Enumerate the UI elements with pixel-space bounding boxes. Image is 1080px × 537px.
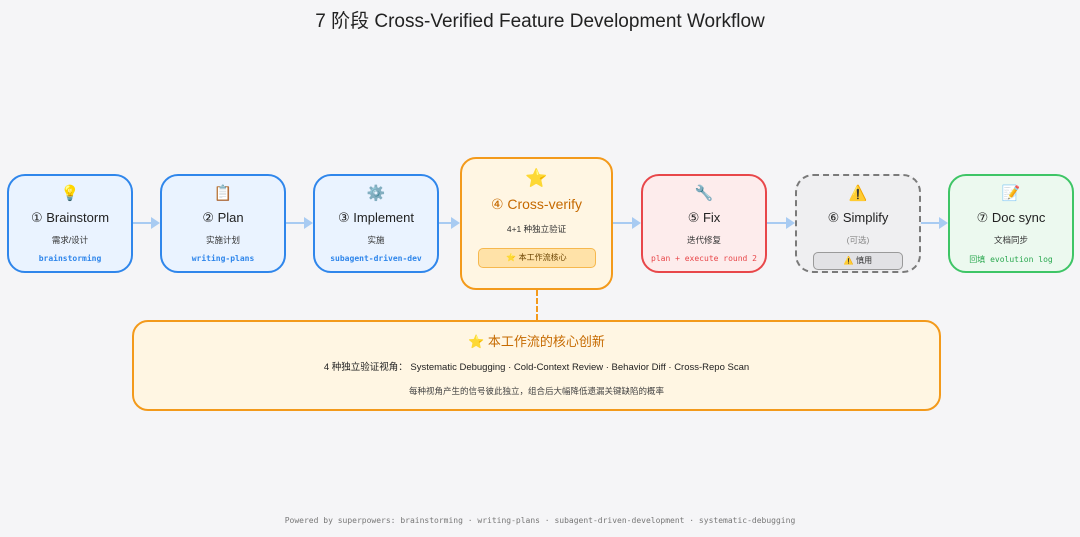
stage-doc-sync: 📝 ⑦ Doc sync 文档同步 回填 evolution log [948, 174, 1074, 273]
stage-cross-verify: ⭐ ④ Cross-verify 4+1 种独立验证 ⭐ 本工作流核心 [460, 157, 613, 290]
callout-note: 每种视角产生的信号彼此独立，组合后大幅降低遗漏关键缺陷的概率 [408, 386, 664, 396]
footer-credits: Powered by superpowers: brainstorming · … [284, 516, 796, 525]
warning-icon: ⚠️ [848, 185, 868, 202]
core-innovation-callout: ⭐ 本工作流的核心创新 4 种独立验证视角： Systematic Debugg… [132, 320, 941, 411]
arrow-5-6 [767, 217, 795, 229]
arrow-1-2 [133, 217, 160, 229]
stage-skill: subagent-driven-dev [330, 254, 422, 263]
callout-perspectives: 4 种独立验证视角： Systematic Debugging · Cold-C… [323, 362, 750, 373]
stage-brainstorm: 💡 ① Brainstorm 需求/设计 brainstorming [7, 174, 133, 273]
caution-badge: ⚠️ 慎用 [813, 252, 903, 270]
stage-plan: 📋 ② Plan 实施计划 writing-plans [160, 174, 286, 273]
clipboard-icon: 📋 [213, 185, 233, 202]
stage-skill: brainstorming [38, 254, 102, 263]
stage-subtitle: 需求/设计 [51, 235, 89, 245]
stage-skill: 回填 evolution log [969, 255, 1053, 264]
wrench-icon: 🔧 [694, 185, 714, 202]
stage-name: ⑦ Doc sync [976, 210, 1046, 225]
arrow-2-3 [286, 217, 313, 229]
stage-skill: plan + execute round 2 [651, 254, 757, 263]
stage-skill: writing-plans [191, 254, 255, 263]
stage-subtitle: 文档同步 [993, 235, 1028, 245]
memo-icon: 📝 [1001, 185, 1021, 202]
stage-subtitle: 迭代修复 [686, 235, 721, 245]
stage-name: ② Plan [202, 210, 244, 225]
stage-subtitle: 4+1 种独立验证 [506, 224, 567, 234]
stage-name: ⑥ Simplify [827, 210, 889, 225]
star-icon: ⭐ [525, 168, 548, 188]
stage-subtitle: (可选) [846, 235, 870, 245]
lightbulb-icon: 💡 [60, 185, 80, 202]
stage-subtitle: 实施计划 [205, 235, 240, 245]
stage-fix: 🔧 ⑤ Fix 迭代修复 plan + execute round 2 [641, 174, 767, 273]
stage-subtitle: 实施 [367, 235, 385, 245]
stage-name: ③ Implement [338, 210, 414, 225]
arrow-3-4 [439, 217, 460, 229]
arrow-4-5 [613, 217, 641, 229]
stage-name: ⑤ Fix [687, 210, 721, 225]
arrow-6-7 [921, 217, 948, 229]
diagram-title: 7 阶段 Cross-Verified Feature Development … [315, 11, 765, 32]
stage-name: ① Brainstorm [30, 210, 110, 225]
core-badge: ⭐ 本工作流核心 [477, 248, 596, 268]
stage-simplify: ⚠️ ⑥ Simplify (可选) ⚠️ 慎用 [795, 174, 921, 273]
stage-implement: ⚙️ ③ Implement 实施 subagent-driven-dev [313, 174, 439, 273]
stage-name: ④ Cross-verify [490, 196, 583, 212]
dashed-connector [536, 290, 538, 320]
callout-title: ⭐ 本工作流的核心创新 [468, 334, 605, 349]
gear-icon: ⚙️ [366, 185, 386, 202]
